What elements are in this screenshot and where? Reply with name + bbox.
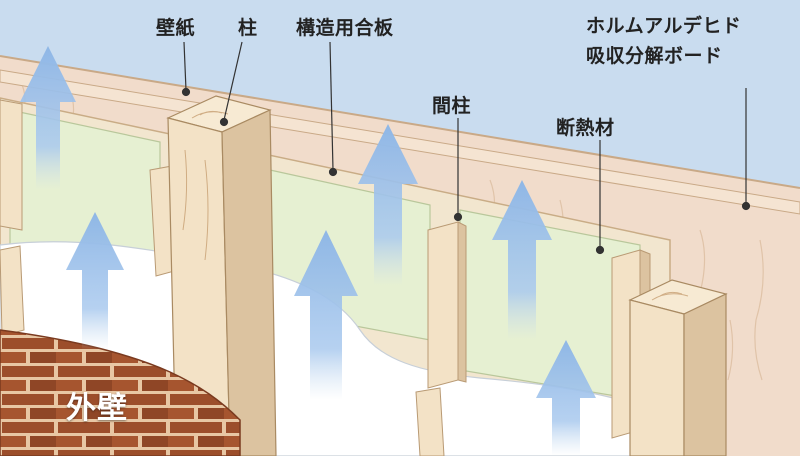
label-board-line1: ホルムアルデヒド <box>586 15 742 37</box>
arrow-4 <box>294 230 358 400</box>
arrow-2 <box>66 212 124 350</box>
label-exterior-wall: 外壁 <box>66 391 128 426</box>
exterior-brick-wall <box>0 329 241 456</box>
arrow-1 <box>20 46 76 190</box>
label-board-line2: 吸収分解ボード <box>586 45 723 67</box>
label-structural-plywood: 構造用合板 <box>296 17 394 39</box>
stud-middle <box>427 221 459 389</box>
main-pillar <box>166 95 277 456</box>
airflow-arrows <box>20 46 596 456</box>
arrow-6 <box>536 340 596 456</box>
leader-lines <box>181 41 751 255</box>
label-insulation: 断熱材 <box>556 117 615 139</box>
label-wallpaper: 壁紙 <box>156 17 196 39</box>
arrow-5 <box>492 180 552 340</box>
board-top-edge <box>0 55 800 189</box>
right-pillar <box>628 279 728 456</box>
label-pillar: 柱 <box>238 17 258 39</box>
label-stud: 間柱 <box>432 95 472 117</box>
arrow-3 <box>358 124 418 286</box>
